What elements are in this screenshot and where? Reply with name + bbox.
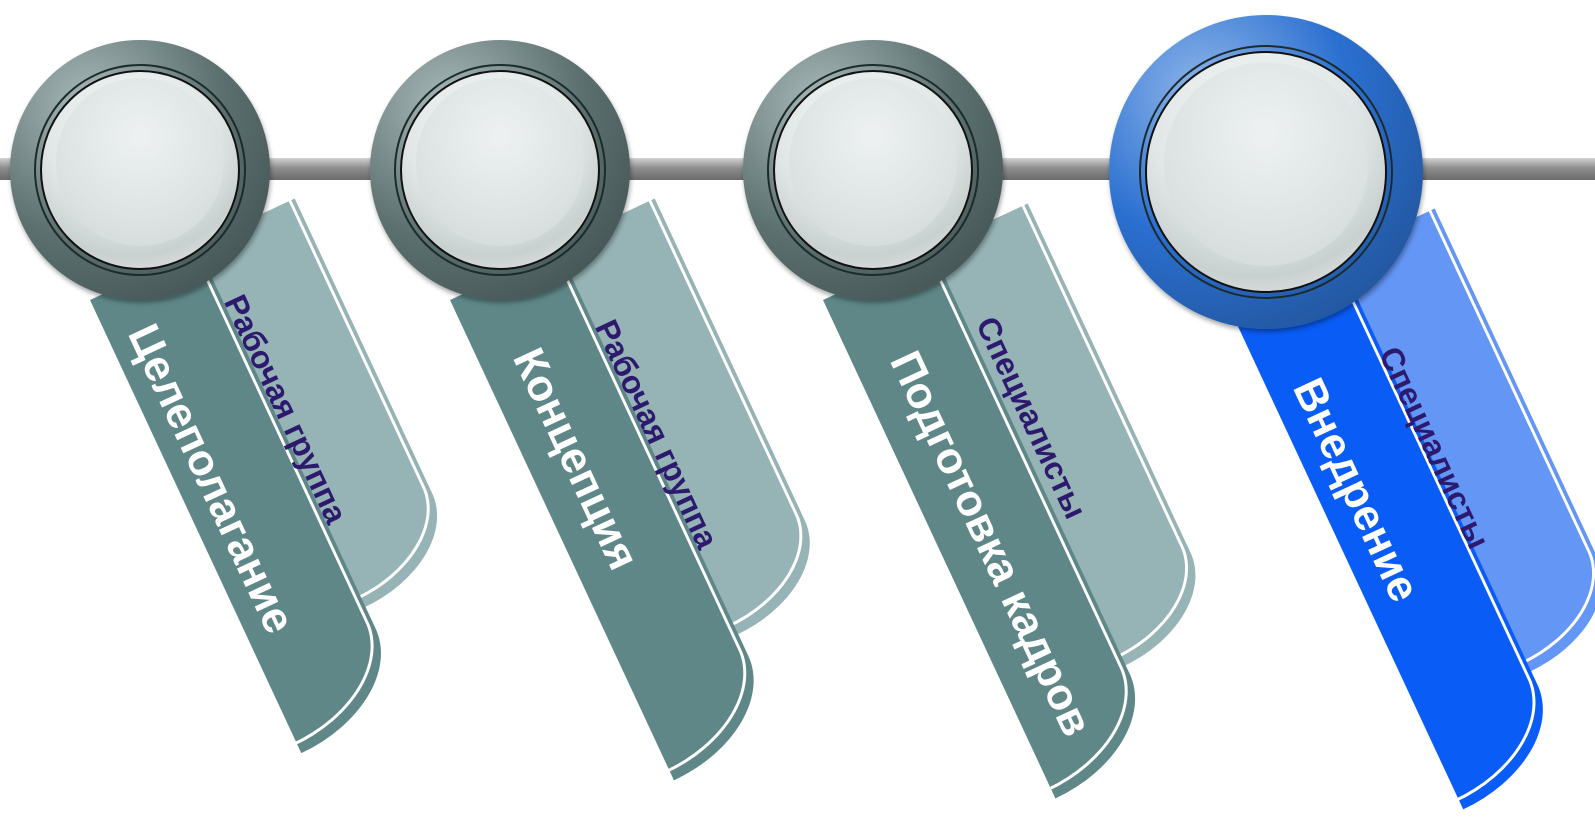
knob-lens-highlight (56, 78, 224, 246)
knob-lens-highlight (416, 78, 584, 246)
knob-lens-highlight (789, 78, 957, 246)
knob-lens-highlight (1164, 62, 1368, 266)
